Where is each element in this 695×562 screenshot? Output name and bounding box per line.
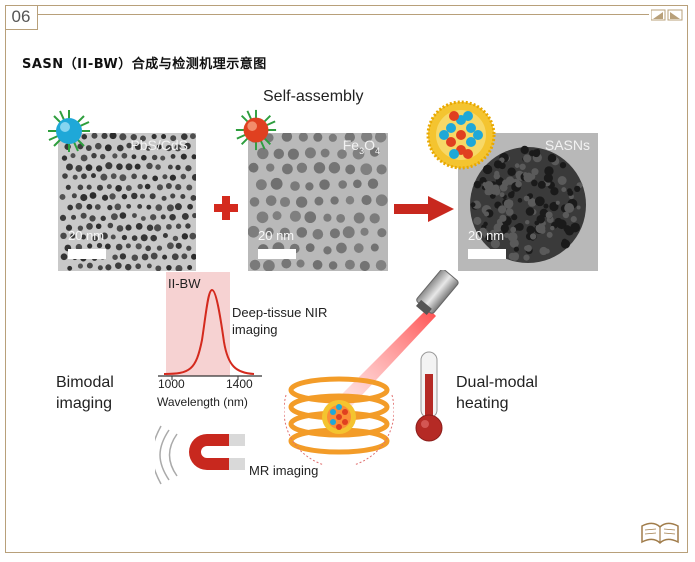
scale-label-fe3o4: 20 nm [258, 228, 295, 243]
scale-bar-sasn [468, 249, 506, 259]
iron-oxide-icon [235, 109, 277, 151]
corner-ornament-icon [651, 9, 683, 21]
nir-window-band [166, 272, 230, 376]
coil-icon [284, 376, 394, 465]
slide-frame [5, 5, 688, 553]
slide-title: SASN（II-BW）合成与检测机理示意图 [22, 57, 267, 72]
panel-label-sasn: SASNs [544, 137, 590, 153]
o-symbol: O [364, 137, 375, 153]
fe-symbol: Fe [342, 137, 360, 153]
panel-label-pbs: PbS/CdS [130, 137, 188, 153]
arrow-right-icon [394, 196, 454, 222]
x-axis-label: Wavelength (nm) [157, 395, 248, 409]
laser-icon [330, 270, 459, 410]
tem-panel-fe3o4: Fe3O4 20 nm [248, 133, 388, 271]
sasn-cluster-icon [426, 100, 496, 170]
emission-curve [163, 288, 255, 375]
deep-tissue-label: Deep-tissue NIR imaging [232, 304, 327, 338]
x-tick-1000: 1000 [158, 377, 185, 391]
mr-imaging-label: MR imaging [249, 463, 319, 478]
tem-image-fe3o4 [248, 133, 388, 271]
x-tick-1400: 1400 [226, 377, 253, 391]
deep-tissue-line1: Deep-tissue NIR [232, 305, 328, 320]
band-label: II-BW [168, 276, 201, 291]
panel-label-fe3o4: Fe3O4 [343, 137, 380, 156]
dual-modal-line1: Dual-modal [456, 374, 538, 391]
self-assembly-label: Self-assembly [263, 88, 364, 105]
bimodal-imaging-label: Bimodal imaging [56, 372, 114, 414]
scale-label-pbs: 20 nm [68, 228, 105, 243]
scale-label-sasn: 20 nm [468, 228, 505, 243]
emission-spectrum [158, 272, 262, 380]
bimodal-line2: imaging [56, 395, 113, 412]
quantum-dot-icon [48, 110, 90, 152]
deep-tissue-line2: imaging [232, 322, 278, 337]
dual-modal-heating-label: Dual-modal heating [456, 372, 538, 414]
header-rule [37, 14, 649, 15]
tem-panel-pbs: PbS/CdS 20 nm [58, 133, 196, 271]
book-icon [641, 522, 679, 545]
scale-bar-fe3o4 [258, 249, 296, 259]
fe-subscript: 3 [359, 145, 365, 156]
magnet-icon [155, 425, 245, 485]
plus-icon [214, 196, 238, 220]
dual-modal-line2: heating [456, 395, 509, 412]
page-number: 06 [5, 5, 38, 30]
o-subscript: 4 [374, 145, 380, 156]
thermometer-icon [415, 351, 443, 442]
scale-bar-pbs [68, 249, 106, 259]
bimodal-line1: Bimodal [56, 374, 114, 391]
